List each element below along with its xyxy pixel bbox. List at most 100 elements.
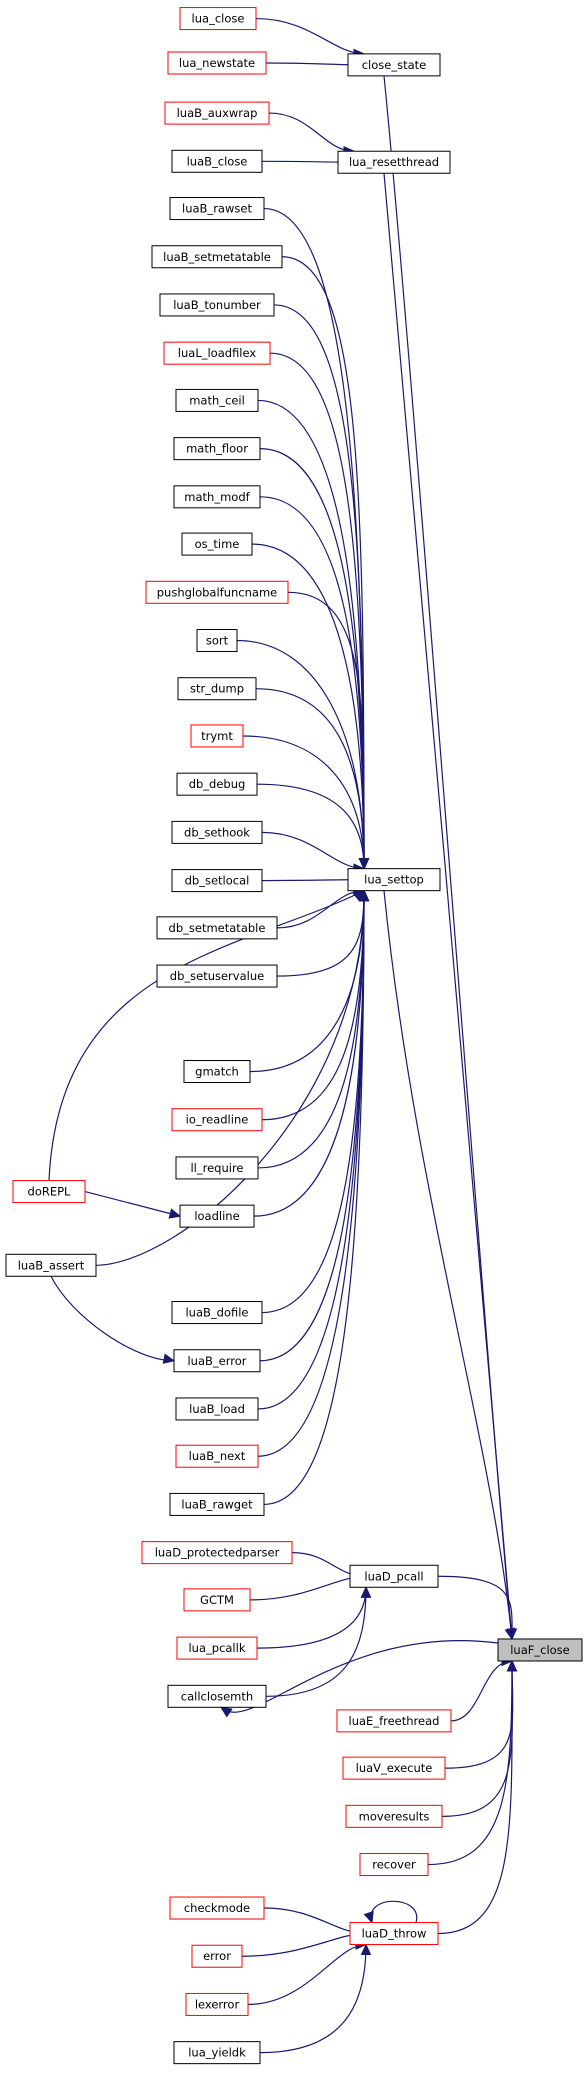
node-label: db_setmetatable bbox=[169, 921, 266, 935]
edge-callclosemth-to-luaD_pcall-arrowhead bbox=[360, 1586, 372, 1598]
node-box bbox=[349, 1564, 439, 1588]
node-lua_pcallk[interactable]: lua_pcallk bbox=[176, 1636, 258, 1660]
node-luaF_close[interactable]: luaF_close bbox=[497, 1638, 583, 1662]
node-box bbox=[347, 53, 441, 77]
node-math_ceil[interactable]: math_ceil bbox=[175, 388, 259, 412]
node-luaB_close[interactable]: luaB_close bbox=[171, 149, 263, 173]
node-sort[interactable]: sort bbox=[196, 629, 238, 653]
node-luaD_pcall[interactable]: luaD_pcall bbox=[349, 1564, 439, 1588]
node-db_setmetatable[interactable]: db_setmetatable bbox=[156, 916, 278, 940]
node-pushglobalfuncname[interactable]: pushglobalfuncname bbox=[145, 580, 289, 604]
node-label: db_setuservalue bbox=[170, 969, 264, 983]
edge-luaB_setmetatable-to-lua_settop-line bbox=[281, 256, 365, 869]
node-label: luaF_close bbox=[510, 1643, 570, 1657]
node-label: math_ceil bbox=[189, 393, 245, 407]
edge-math_modf-to-lua_settop bbox=[259, 496, 370, 870]
node-lexerror[interactable]: lexerror bbox=[185, 1992, 249, 2016]
node-db_setuservalue[interactable]: db_setuservalue bbox=[156, 964, 278, 988]
node-box bbox=[191, 1944, 243, 1968]
node-label: doREPL bbox=[28, 1185, 72, 1199]
node-error[interactable]: error bbox=[191, 1944, 243, 1968]
nodes-layer: lua_close lua_newstate close_state luaB_aux… bbox=[5, 7, 583, 2065]
node-db_debug[interactable]: db_debug bbox=[176, 772, 258, 796]
node-luaB_rawget[interactable]: luaB_rawget bbox=[169, 1492, 265, 1516]
node-box bbox=[345, 1804, 443, 1828]
node-box bbox=[177, 677, 257, 701]
edge-luaF_close-to-callclosemth bbox=[219, 1640, 499, 1718]
node-lua_close[interactable]: lua_close bbox=[179, 7, 257, 31]
node-luaL_loadfilex[interactable]: luaL_loadfilex bbox=[163, 341, 271, 365]
node-luaB_load[interactable]: luaB_load bbox=[175, 1397, 259, 1421]
edge-luaB_assert-to-luaB_error bbox=[50, 1276, 176, 1364]
node-io_readline[interactable]: io_readline bbox=[171, 1108, 263, 1132]
edge-math_modf-to-lua_settop-line bbox=[259, 496, 365, 869]
node-luaB_error[interactable]: luaB_error bbox=[173, 1349, 261, 1373]
node-box bbox=[167, 1684, 267, 1708]
node-checkmode[interactable]: checkmode bbox=[169, 1896, 265, 1920]
node-box bbox=[342, 1756, 446, 1780]
node-luaB_tonumber[interactable]: luaB_tonumber bbox=[159, 293, 275, 317]
node-box bbox=[175, 1397, 259, 1421]
node-box bbox=[196, 629, 238, 653]
node-math_modf[interactable]: math_modf bbox=[173, 485, 261, 509]
node-str_dump[interactable]: str_dump bbox=[177, 677, 257, 701]
node-box bbox=[171, 149, 263, 173]
node-close_state[interactable]: close_state bbox=[347, 53, 441, 77]
edge-luaF_close-to-callclosemth-line bbox=[220, 1640, 499, 1713]
node-luaB_setmetatable[interactable]: luaB_setmetatable bbox=[151, 245, 283, 269]
node-box bbox=[179, 1204, 255, 1228]
edge-lua_settop-to-luaF_close-line bbox=[383, 890, 513, 1640]
node-os_time[interactable]: os_time bbox=[181, 532, 253, 556]
node-box bbox=[171, 1301, 263, 1325]
node-label: sort bbox=[206, 634, 229, 648]
node-box bbox=[175, 1156, 259, 1180]
node-box bbox=[171, 869, 263, 893]
node-callclosemth[interactable]: callclosemth bbox=[167, 1684, 267, 1708]
node-gmatch[interactable]: gmatch bbox=[183, 1060, 251, 1084]
node-lua_newstate[interactable]: lua_newstate bbox=[167, 51, 267, 75]
node-lua_yieldk[interactable]: lua_yieldk bbox=[173, 2041, 261, 2065]
node-label: db_sethook bbox=[184, 825, 250, 839]
node-luaD_throw[interactable]: luaD_throw bbox=[349, 1922, 439, 1946]
edge-luaD_throw-to-luaD_throw-line bbox=[370, 1900, 418, 1923]
node-label: luaB_next bbox=[189, 1449, 246, 1463]
node-GCTM[interactable]: GCTM bbox=[183, 1588, 251, 1612]
edge-luaD_throw-to-luaF_close-arrowhead bbox=[506, 1659, 518, 1672]
edge-lua_resetthread-to-luaF_close-line bbox=[383, 173, 513, 1640]
node-lua_settop[interactable]: lua_settop bbox=[347, 868, 441, 892]
edge-error-to-luaD_throw-line bbox=[241, 1932, 367, 1957]
node-luaB_rawset[interactable]: luaB_rawset bbox=[169, 197, 265, 221]
node-box bbox=[5, 1253, 97, 1277]
node-luaB_assert[interactable]: luaB_assert bbox=[5, 1253, 97, 1277]
node-luaB_auxwrap[interactable]: luaB_auxwrap bbox=[164, 101, 270, 125]
node-box bbox=[171, 1108, 263, 1132]
node-label: str_dump bbox=[190, 682, 244, 696]
node-trymt[interactable]: trymt bbox=[190, 724, 244, 748]
edge-lua_yieldk-to-luaD_throw bbox=[259, 1943, 372, 2054]
node-math_floor[interactable]: math_floor bbox=[173, 437, 261, 461]
node-label: os_time bbox=[195, 537, 240, 551]
node-db_setlocal[interactable]: db_setlocal bbox=[171, 869, 263, 893]
node-loadline[interactable]: loadline bbox=[179, 1204, 255, 1228]
node-luaV_execute[interactable]: luaV_execute bbox=[342, 1756, 446, 1780]
node-label: luaD_protectedparser bbox=[155, 1546, 280, 1560]
edge-str_dump-to-lua_settop-line bbox=[255, 688, 365, 869]
node-moveresults[interactable]: moveresults bbox=[345, 1804, 443, 1828]
node-recover[interactable]: recover bbox=[359, 1853, 429, 1877]
node-luaB_dofile[interactable]: luaB_dofile bbox=[171, 1301, 263, 1325]
node-luaE_freethread[interactable]: luaE_freethread bbox=[336, 1709, 452, 1733]
node-luaB_next[interactable]: luaB_next bbox=[175, 1444, 259, 1468]
node-box bbox=[12, 1180, 86, 1204]
node-box bbox=[169, 197, 265, 221]
edge-callclosemth-to-luaD_pcall bbox=[265, 1586, 372, 1697]
node-luaD_protectedparser[interactable]: luaD_protectedparser bbox=[141, 1541, 293, 1565]
node-label: luaD_pcall bbox=[364, 1569, 423, 1583]
node-db_sethook[interactable]: db_sethook bbox=[171, 820, 263, 844]
edge-db_setuservalue-to-lua_settop bbox=[276, 889, 370, 977]
node-doREPL[interactable]: doREPL bbox=[12, 1180, 86, 1204]
node-label: math_floor bbox=[186, 442, 248, 456]
node-ll_require[interactable]: ll_require bbox=[175, 1156, 259, 1180]
edge-error-to-luaD_throw bbox=[241, 1928, 368, 1957]
node-lua_resetthread[interactable]: lua_resetthread bbox=[337, 150, 451, 174]
